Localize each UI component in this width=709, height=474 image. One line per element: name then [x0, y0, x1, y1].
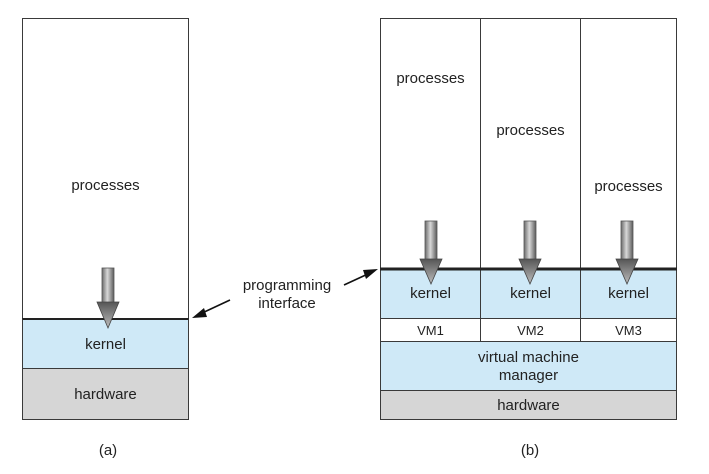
- b-hardware-label: hardware: [497, 396, 560, 414]
- b-column-3-kernel-label: kernel: [608, 285, 649, 302]
- b-column-3-processes-label: processes: [594, 178, 663, 195]
- b-column-2-processes-label: processes: [496, 122, 565, 139]
- pointer-arrow-to-b: [343, 269, 378, 286]
- b-column-3-down-arrow: [615, 220, 639, 285]
- b-vm3-box: VM3: [580, 318, 677, 342]
- a-caption: (a): [98, 442, 118, 459]
- a-processes-label: processes: [71, 177, 140, 194]
- programming-interface-line2: interface: [258, 295, 316, 312]
- b-caption: (b): [520, 442, 540, 459]
- b-vm1-label: VM1: [417, 322, 444, 338]
- b-vm2-label: VM2: [517, 322, 544, 338]
- a-down-arrow: [96, 267, 120, 330]
- b-vm3-label: VM3: [615, 322, 642, 338]
- a-hardware-label: hardware: [74, 385, 137, 403]
- a-kernel-label: kernel: [85, 335, 126, 353]
- b-vmm-label-line1: virtual machine: [478, 349, 579, 366]
- a-hardware-block: hardware: [22, 368, 189, 420]
- b-vm1-box: VM1: [380, 318, 481, 342]
- pointer-arrow-to-a: [192, 299, 231, 318]
- b-vmm-block: [380, 341, 677, 391]
- b-column-1-down-arrow: [419, 220, 443, 285]
- programming-interface-line1: programming: [242, 277, 332, 294]
- b-column-2-down-arrow: [518, 220, 542, 285]
- b-column-1-kernel-label: kernel: [410, 285, 451, 302]
- b-vmm-label-line2: manager: [498, 367, 559, 384]
- b-hardware-block: hardware: [380, 390, 677, 420]
- b-column-1-processes-label: processes: [396, 70, 465, 87]
- b-column-2-kernel-label: kernel: [510, 285, 551, 302]
